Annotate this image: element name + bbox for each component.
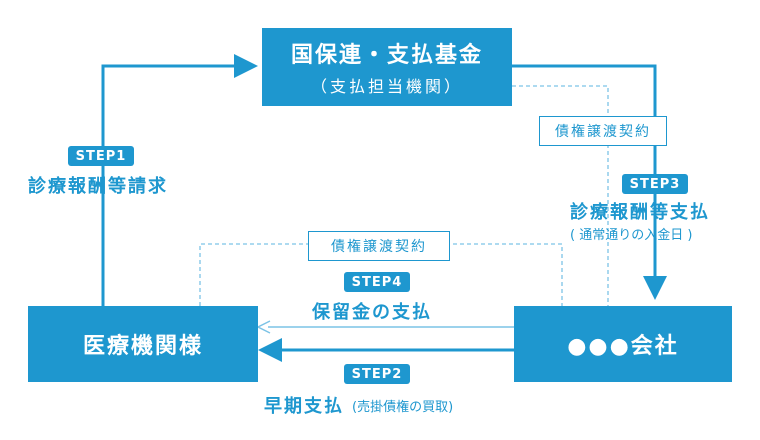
medical-box: 医療機関様 (28, 306, 258, 382)
step1-arrowhead (234, 54, 258, 78)
fund-box-subtitle: （支払担当機関） (310, 77, 463, 96)
step3-sub: ( 通常通りの入金日 ) (570, 228, 693, 243)
step3-arrow (512, 64, 657, 282)
step2-sub: (売掛債権の買取) (352, 400, 454, 415)
medical-box-title: 医療機関様 (82, 334, 203, 359)
step2-label: 早期支払 (264, 396, 344, 417)
step1-arrow (101, 64, 252, 306)
step1-label: 診療報酬等請求 (28, 176, 168, 197)
company-box-title: ●●●会社 (567, 334, 679, 359)
step4-label: 保留金の支払 (312, 302, 432, 323)
step3-label: 診療報酬等支払 (570, 202, 710, 223)
step3-arrowhead (643, 276, 667, 300)
fund-box-title: 国保連・支払基金 (290, 43, 483, 68)
upper-contract-line (512, 85, 609, 306)
lower-contract-label: 債権譲渡契約 (308, 231, 450, 261)
step2-arrowhead (258, 338, 282, 362)
lower-contract-line (199, 243, 563, 306)
step4-badge: STEP4 (344, 272, 410, 292)
step2-badge: STEP2 (344, 364, 410, 384)
step3-badge: STEP3 (622, 174, 688, 194)
step1-badge: STEP1 (68, 146, 134, 166)
company-box: ●●●会社 (514, 306, 732, 382)
upper-contract-label: 債権譲渡契約 (539, 116, 667, 146)
fund-box: 国保連・支払基金 （支払担当機関） (262, 28, 512, 106)
step4-arrowhead (256, 320, 271, 334)
